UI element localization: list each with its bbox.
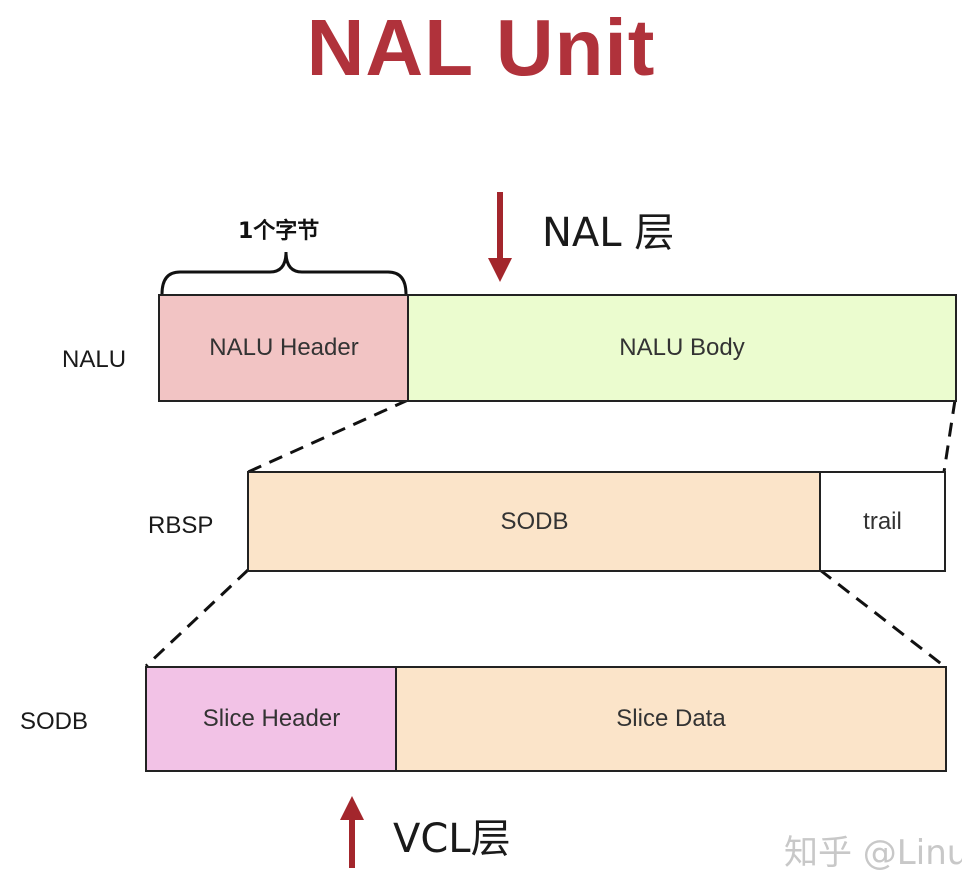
slice-header-box: Slice Header bbox=[145, 666, 398, 772]
watermark: 知乎 @Linu... bbox=[784, 833, 962, 873]
trail-text: trail bbox=[863, 507, 902, 535]
nal-layer-label: NAL 层 bbox=[542, 210, 675, 256]
vcl-layer-label: VCL层 bbox=[393, 816, 511, 862]
slice-data-text: Slice Data bbox=[616, 705, 726, 732]
rbsp-sodb-box: SODB bbox=[247, 471, 822, 572]
rbsp-sodb-text: SODB bbox=[500, 507, 569, 535]
vcl-layer-arrow-icon bbox=[340, 796, 364, 868]
sodb-row-label: SODB bbox=[20, 708, 89, 735]
sodb-slice-connector-right bbox=[819, 568, 945, 668]
nalu-rbsp-connector-left bbox=[247, 398, 409, 474]
sodb-slice-connector-left bbox=[144, 568, 250, 668]
nalu-row-label: NALU bbox=[62, 346, 127, 373]
nalu-body-text: NALU Body bbox=[619, 334, 745, 361]
rbsp-row-label: RBSP bbox=[148, 512, 214, 539]
nalu-rbsp-connector-right bbox=[942, 399, 957, 473]
nalu-body-box: NALU Body bbox=[407, 294, 957, 402]
byte-brace-icon bbox=[160, 251, 408, 295]
slice-data-box: Slice Data bbox=[395, 666, 947, 772]
nalu-header-box: NALU Header bbox=[158, 294, 410, 402]
nal-layer-arrow-icon bbox=[488, 192, 512, 282]
nalu-header-text: NALU Header bbox=[209, 334, 359, 361]
diagram-title: NAL Unit bbox=[306, 3, 656, 92]
slice-header-text: Slice Header bbox=[202, 705, 341, 732]
trail-box: trail bbox=[819, 471, 946, 572]
one-byte-label: 1个字节 bbox=[238, 219, 320, 244]
